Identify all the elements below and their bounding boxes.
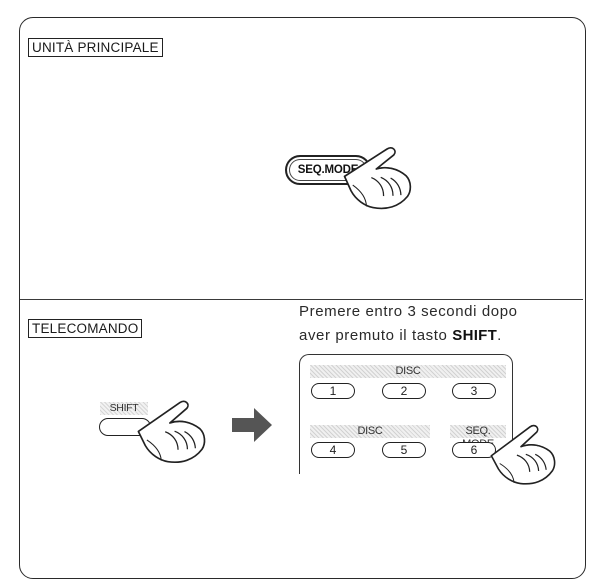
instruction-line-1: Premere entro 3 secondi dopo [299,303,518,320]
key-1[interactable]: 1 [311,383,355,399]
remote-keypad: DISC 1 2 3 DISC SEQ. MODE 4 5 6 [299,354,513,474]
pointing-hand-icon [134,398,214,476]
key-5[interactable]: 5 [382,442,426,458]
pointing-hand-icon [340,145,419,222]
key-3[interactable]: 3 [452,383,496,399]
section-divider [20,299,583,300]
instruction-line-2: aver premuto il tasto SHIFT. [299,327,502,344]
right-arrow-icon [232,408,272,442]
remote-control-label: TELECOMANDO [28,319,143,338]
pointing-hand-icon [487,423,563,498]
disc-label-top: DISC [310,365,506,378]
key-2[interactable]: 2 [382,383,426,399]
seq-mode-button-label: SEQ.MODE [297,164,359,176]
disc-label-bottom: DISC [310,425,430,438]
seq-mode-button[interactable]: SEQ.MODE [285,155,371,185]
instruction-text: Premere entro 3 secondi dopo aver premut… [299,300,589,348]
key-4[interactable]: 4 [311,442,355,458]
key-6[interactable]: 6 [452,442,496,458]
shift-label: SHIFT [100,402,148,415]
shift-keyword: SHIFT [452,327,498,344]
main-unit-label: UNITÀ PRINCIPALE [28,38,163,57]
